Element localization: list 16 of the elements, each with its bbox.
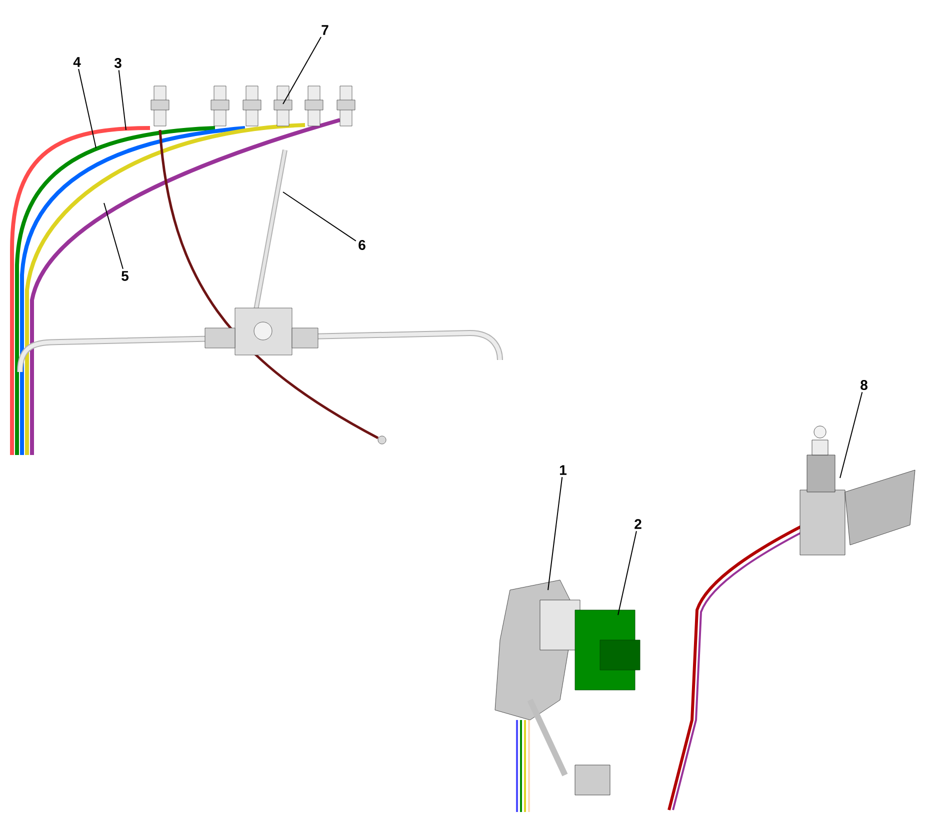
leader-line [282,192,356,242]
leader-line [840,392,863,478]
callout-number: 4 [73,57,81,67]
callout-number: 5 [122,271,128,281]
callout-number: 3 [114,58,122,68]
callout-number: 6 [358,240,366,250]
leader-line [104,202,124,270]
leader-line [78,68,96,148]
leader-line [282,36,322,104]
callout-number: 2 [634,519,642,529]
callout-number: 1 [560,465,567,475]
leader-line [618,530,637,616]
leader-line [118,70,126,130]
callout-number: 7 [322,25,328,35]
callout-number: 8 [860,380,868,390]
leader-line [548,476,563,590]
